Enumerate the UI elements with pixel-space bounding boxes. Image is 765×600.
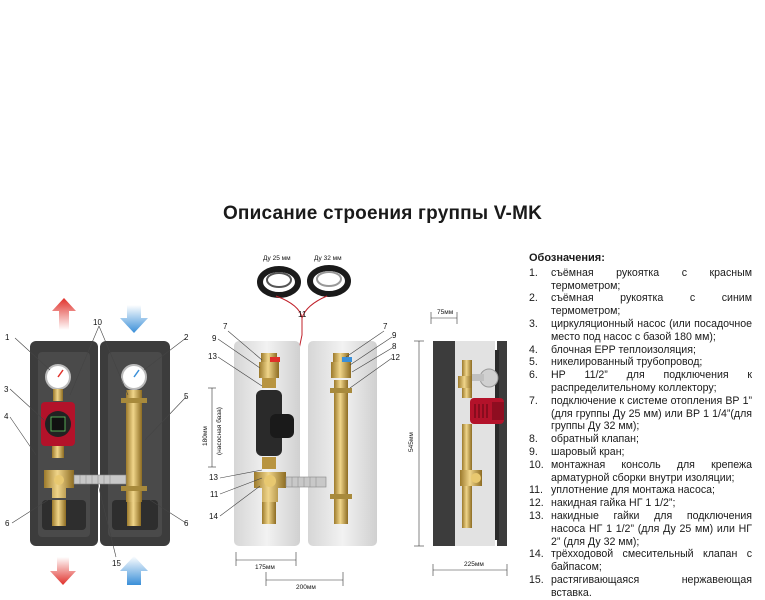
legend-item: 7. подключение к системе отопления ВР 1” … [529, 395, 752, 433]
callout-11-mid: 11 [210, 490, 219, 499]
callout-7-left: 7 [223, 322, 228, 331]
legend-heading: Обозначения: [529, 252, 605, 264]
legend-num: 9. [529, 445, 538, 458]
legend-num: 7. [529, 394, 538, 407]
legend-item: 15. растягивающаяся нержавеющая вставка. [529, 574, 752, 600]
callout-5: 5 [184, 392, 189, 401]
callout-9-left: 9 [212, 334, 217, 343]
legend-num: 11. [529, 484, 543, 497]
legend-text: накидные гайки для подключения насоса НГ… [551, 509, 752, 548]
legend-item: 2. съёмная рукоятка с синим термометром; [529, 292, 752, 318]
hot-arrow-up-icon [52, 298, 76, 330]
middle-assembly: 7 9 13 13 11 14 7 9 8 12 180мм (насосная… [202, 322, 400, 591]
seal-ring-du32-icon [307, 265, 351, 297]
legend-item: 3. циркуляционный насос (или посадочное м… [529, 318, 752, 344]
callout-6-left: 6 [5, 519, 10, 528]
callout-14: 14 [209, 512, 218, 521]
callout-2: 2 [184, 333, 189, 342]
legend-num: 13. [529, 509, 544, 522]
legend-item: 14. трёхходовой смесительный клапан с бай… [529, 548, 752, 574]
side-insulation-back [433, 341, 455, 546]
dim-75: 75мм [437, 309, 454, 316]
legend-item: 4. блочная EPP теплоизоляция; [529, 344, 752, 357]
callout-1: 1 [5, 333, 10, 342]
legend-text: съёмная рукоятка с синим термометром; [551, 292, 752, 318]
legend-text: НР 11/2” для подключения к распределител… [551, 369, 752, 394]
legend-num: 12. [529, 497, 544, 510]
dim-175: 175мм [255, 564, 275, 571]
callout-11-seal: 11 [298, 310, 307, 319]
legend-num: 14. [529, 548, 544, 561]
legend-text: трёхходовой смесительный клапан с байпас… [551, 548, 752, 574]
legend-text: обратный клапан; [551, 433, 639, 446]
hot-arrow-down-icon [50, 557, 76, 585]
legend-text: шаровый кран; [551, 445, 625, 458]
legend-text: никелированный трубопровод; [551, 356, 703, 369]
seal-rings: Ду 25 мм Ду 32 мм 11 [257, 255, 351, 431]
side-view: 75мм 545мм 225мм [408, 309, 508, 576]
callout-7-right: 7 [383, 322, 388, 331]
legend-num: 10. [529, 458, 544, 471]
legend-text: циркуляционный насос (или посадочное мес… [551, 317, 752, 343]
legend-item: 12. накидная гайка НГ 1 1/2”; [529, 497, 752, 510]
dim-545: 545мм [408, 432, 415, 452]
dim-200: 200мм [296, 584, 316, 591]
legend-text: уплотнение для монтажа насоса; [551, 484, 715, 497]
legend-text: монтажная консоль для крепежа арматурной… [551, 458, 752, 484]
cold-arrow-up-icon [120, 556, 148, 585]
legend-item: 5. никелированный трубопровод; [529, 356, 752, 369]
callout-12: 12 [391, 353, 400, 362]
legend-num: 6. [529, 369, 538, 382]
callout-10: 10 [93, 318, 102, 327]
cold-arrow-down-icon [120, 305, 148, 333]
stainless-insert-icon [73, 474, 127, 485]
callout-15: 15 [112, 559, 121, 568]
dim-180: 180мм [202, 426, 209, 446]
legend-text: накидная гайка НГ 1 1/2”; [551, 497, 676, 510]
legend-num: 8. [529, 433, 538, 446]
legend-item: 9. шаровый кран; [529, 446, 752, 459]
callout-9-right: 9 [392, 331, 397, 340]
bypass-insert-icon [285, 476, 327, 488]
nickel-pipe-icon [334, 380, 348, 504]
legend-num: 4. [529, 343, 538, 356]
legend-item: 10. монтажная консоль для крепежа арматур… [529, 459, 752, 485]
seal-du25-label: Ду 25 мм [263, 255, 291, 262]
callout-3: 3 [4, 385, 9, 394]
left-assembly: 1 2 3 4 5 6 6 10 15 [4, 298, 189, 585]
pump-housing-icon [256, 390, 282, 456]
legend-item: 11. уплотнение для монтажа насоса; [529, 484, 752, 497]
legend-item: 8. обратный клапан; [529, 433, 752, 446]
legend-item: 1. съёмная рукоятка с красным термометром… [529, 267, 752, 293]
legend-num: 15. [529, 573, 544, 586]
seal-du32-label: Ду 32 мм [314, 255, 342, 262]
ball-valve-icon [259, 362, 279, 378]
check-valve-icon [331, 362, 351, 378]
callout-4: 4 [4, 412, 9, 421]
page-title: Описание строения группы V-MK [222, 203, 543, 224]
dim-225: 225мм [464, 561, 484, 568]
callout-8: 8 [392, 342, 397, 351]
seal-ring-du25-icon [257, 266, 301, 298]
legend-text: съёмная рукоятка с красным термометром; [551, 266, 752, 292]
legend-item: 13. накидные гайки для подключения насоса… [529, 510, 752, 548]
legend-num: 1. [529, 266, 538, 279]
dim-180-note: (насосная база) [215, 407, 223, 455]
legend-item: 6. НР 11/2” для подключения к распределит… [529, 369, 752, 395]
legend-text: растягивающаяся нержавеющая вставка. [551, 573, 752, 599]
return-pipe-icon [126, 390, 142, 502]
callout-13-top: 13 [208, 352, 217, 361]
legend-num: 5. [529, 356, 538, 369]
legend-num: 2. [529, 292, 538, 305]
legend-num: 3. [529, 317, 538, 330]
legend-text: подключение к системе отопления ВР 1” (д… [551, 394, 752, 433]
legend: Обозначения: 1. съёмная рукоятка с красны… [529, 252, 752, 600]
callout-6-right: 6 [184, 519, 189, 528]
callout-13-bottom: 13 [209, 473, 218, 482]
legend-text: блочная EPP теплоизоляция; [551, 343, 696, 356]
